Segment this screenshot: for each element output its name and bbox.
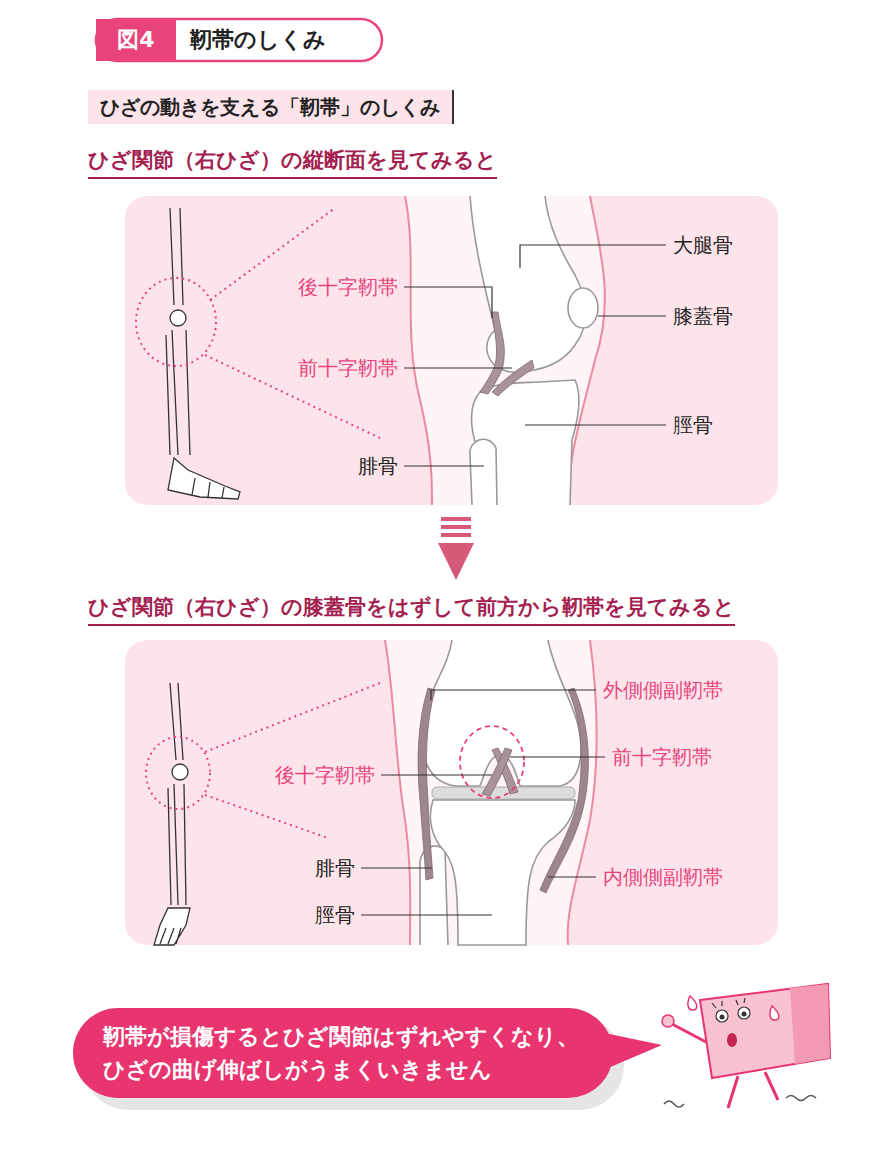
mascot-side xyxy=(790,984,830,1064)
bone-label: 膝蓋骨 xyxy=(673,304,733,329)
skeleton-femur xyxy=(170,683,183,760)
leader-line xyxy=(525,424,666,425)
leg-region xyxy=(385,640,597,945)
leader-line xyxy=(598,315,666,316)
ligament-label: 外側側副靭帯 xyxy=(603,678,723,703)
mascot-lashes xyxy=(712,998,745,1008)
leader-line xyxy=(510,756,605,757)
speech-bubble: 靭帯が損傷するとひざ関節はずれやすくなり、 ひざの曲げ伸ばしがうまくいきません xyxy=(73,1008,613,1098)
femur xyxy=(470,196,586,372)
motion-marks xyxy=(664,1096,816,1108)
anterior-cruciate-ligament xyxy=(492,360,534,396)
skeleton-femur xyxy=(170,208,183,305)
notch-highlight xyxy=(460,726,524,798)
ligament-label: 前十字靭帯 xyxy=(612,745,712,770)
posterior-cruciate-ligament xyxy=(482,748,512,796)
mascot-body xyxy=(700,984,830,1078)
sweat-drop xyxy=(770,1006,779,1020)
leader-line xyxy=(404,287,492,318)
section-heading: ひざ関節（右ひざ）の膝蓋骨をはずして前方から靭帯を見てみると xyxy=(88,594,735,625)
skeleton-tibia xyxy=(174,784,186,905)
panel xyxy=(125,196,778,505)
skeleton-foot xyxy=(168,458,240,499)
bone-label: 腓骨 xyxy=(315,856,355,881)
leader-line xyxy=(404,367,512,368)
lateral-collateral-ligament xyxy=(418,688,435,880)
skeleton-tibia xyxy=(172,330,190,455)
skeleton-knee xyxy=(172,764,188,780)
skeleton-knee xyxy=(170,310,186,326)
figure-title: 靭帯のしくみ xyxy=(190,26,326,54)
ligament-label: 内側側副靭帯 xyxy=(603,865,723,890)
bone-label: 脛骨 xyxy=(315,903,355,928)
leg-outline xyxy=(385,640,410,945)
mascot-pupil xyxy=(720,1015,725,1020)
zoom-line xyxy=(205,683,380,838)
leader-line xyxy=(361,867,432,868)
bone-label: 腓骨 xyxy=(358,454,398,479)
ligament-label: 後十字靭帯 xyxy=(275,763,375,788)
bone-label: 脛骨 xyxy=(673,413,713,438)
meniscus xyxy=(432,787,575,799)
skeleton-fibula xyxy=(168,788,171,905)
leader-line xyxy=(548,876,596,877)
skeleton-foot xyxy=(154,908,190,945)
skeleton-fibula xyxy=(166,335,170,455)
sweat-drop xyxy=(688,996,697,1010)
ligament-label: 前十字靭帯 xyxy=(298,356,398,381)
leg-outline xyxy=(405,196,432,505)
node-text: ひざの動きを支える「靭帯」のしくみ xyxy=(100,93,440,121)
zoom-circle xyxy=(136,278,216,366)
subheading-band: ひざの動きを支える「靭帯」のしくみ xyxy=(88,90,454,124)
panel xyxy=(125,640,778,945)
mascot-eye xyxy=(716,1010,728,1022)
mascot-eye xyxy=(738,1007,750,1019)
node-text: 靭帯が損傷するとひざ関節はずれやすくなり、 ひざの曲げ伸ばしがうまくいきません xyxy=(103,1020,583,1086)
leg-outline xyxy=(569,196,605,505)
arrow-bar xyxy=(441,533,471,537)
mascot-pupil xyxy=(742,1012,747,1017)
section-heading: ひざ関節（右ひざ）の縦断面を見てみると xyxy=(88,147,497,178)
posterior-cruciate-ligament xyxy=(480,312,504,394)
leg-region xyxy=(405,196,605,505)
leader-line xyxy=(431,690,596,700)
mascot-mouth xyxy=(727,1033,737,1047)
leader-line xyxy=(404,465,484,466)
figure-number: 図4 xyxy=(117,26,154,54)
mascot-hand xyxy=(662,1015,674,1027)
down-arrow xyxy=(438,543,474,580)
fibula xyxy=(470,439,497,505)
medial-collateral-ligament xyxy=(540,688,588,893)
mascot-arm xyxy=(672,1024,706,1042)
patella xyxy=(568,288,598,328)
leader-line xyxy=(381,774,492,775)
leader-line xyxy=(520,245,666,268)
mascot-legs xyxy=(728,1072,778,1108)
fibula xyxy=(420,846,448,945)
arrow-bar xyxy=(441,525,471,529)
zoom-circle xyxy=(146,737,210,809)
zoom-line xyxy=(205,208,380,438)
title-pill xyxy=(96,19,382,61)
ligament-label: 後十字靭帯 xyxy=(298,275,398,300)
figure-badge xyxy=(96,19,176,61)
arrow-bar xyxy=(441,517,471,521)
leader-line xyxy=(361,914,492,915)
bone-label: 大腿骨 xyxy=(673,233,733,258)
